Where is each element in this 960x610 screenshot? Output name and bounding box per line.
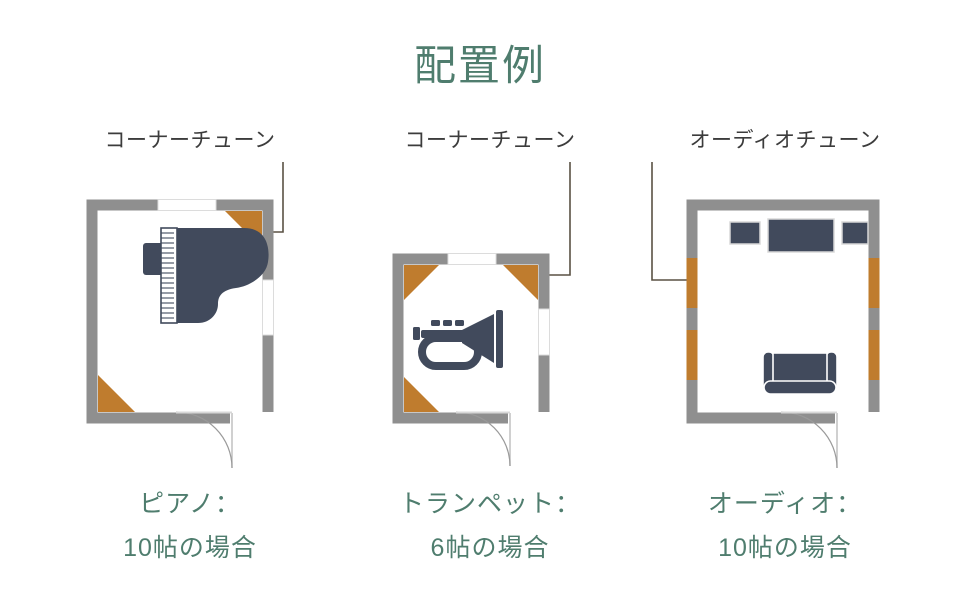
piano-keyboard: [160, 227, 178, 324]
grand-piano: [160, 227, 269, 324]
left-speaker-audio: [729, 221, 761, 245]
wall-panel-right-upper-audio: [868, 258, 880, 308]
caption-trumpet-line1: トランペット：: [398, 490, 581, 518]
caption-audio-line1: オーディオ：: [707, 490, 863, 518]
caption-audio-line2: 10帖の場合: [718, 534, 852, 562]
floorplan-audio: [630, 0, 940, 480]
piano-keys: [161, 232, 174, 319]
corner-tune-top-right-piano: [225, 211, 262, 248]
room-card-trumpet: コーナーチューン: [340, 0, 640, 610]
corner-tune-top-left-trumpet: [404, 265, 439, 300]
floorplan-piano: [30, 0, 350, 480]
room-walls-trumpet: [392, 253, 550, 424]
caption-trumpet: トランペット： 6帖の場合: [340, 482, 640, 570]
caption-piano-line1: ピアノ：: [139, 490, 241, 518]
wall-panel-right-lower-audio: [868, 330, 880, 380]
window-top-wall-piano: [157, 199, 217, 211]
caption-piano: ピアノ： 10帖の場合: [30, 482, 350, 570]
room-floor-audio: [698, 211, 868, 412]
page-title: 配置例: [413, 44, 546, 90]
corner-tune-bottom-left-trumpet: [404, 377, 439, 412]
leader-line-trumpet: [536, 162, 571, 276]
right-speaker-audio: [841, 221, 869, 245]
wall-panel-left-lower-audio: [686, 330, 698, 380]
room-floor-piano: [98, 211, 262, 412]
window-right-wall-trumpet: [538, 308, 550, 356]
window-right-wall-piano: [262, 279, 274, 336]
room-walls-piano: [86, 199, 274, 424]
tune-label-piano: コーナーチューン: [104, 129, 276, 152]
caption-trumpet-line2: 6帖の場合: [430, 534, 550, 562]
corner-tune-bottom-left-piano: [98, 375, 135, 412]
caption-audio: オーディオ： 10帖の場合: [630, 482, 940, 570]
window-top-wall-trumpet: [447, 253, 497, 265]
wall-panel-left-upper-audio: [686, 258, 698, 308]
corner-tune-top-right-trumpet: [503, 265, 538, 300]
trumpet-icon: [413, 310, 503, 370]
door-trumpet: [455, 411, 550, 467]
room-floor-trumpet: [404, 265, 538, 412]
piano-bench: [143, 243, 164, 275]
floorplan-trumpet: [340, 0, 640, 480]
room-walls-audio: [686, 199, 880, 424]
tune-label-audio: オーディオチューン: [689, 129, 881, 152]
door-piano: [175, 411, 274, 469]
sofa-audio: [762, 351, 838, 395]
caption-piano-line2: 10帖の場合: [123, 534, 257, 562]
room-card-audio: オーディオチューン: [630, 0, 940, 610]
center-av-unit-audio: [767, 218, 835, 253]
leader-line-piano: [228, 162, 284, 233]
room-card-piano: コーナーチューン: [30, 0, 350, 610]
door-audio: [780, 411, 880, 469]
leader-line-audio: [651, 162, 692, 281]
tune-label-trumpet: コーナーチューン: [404, 129, 576, 152]
